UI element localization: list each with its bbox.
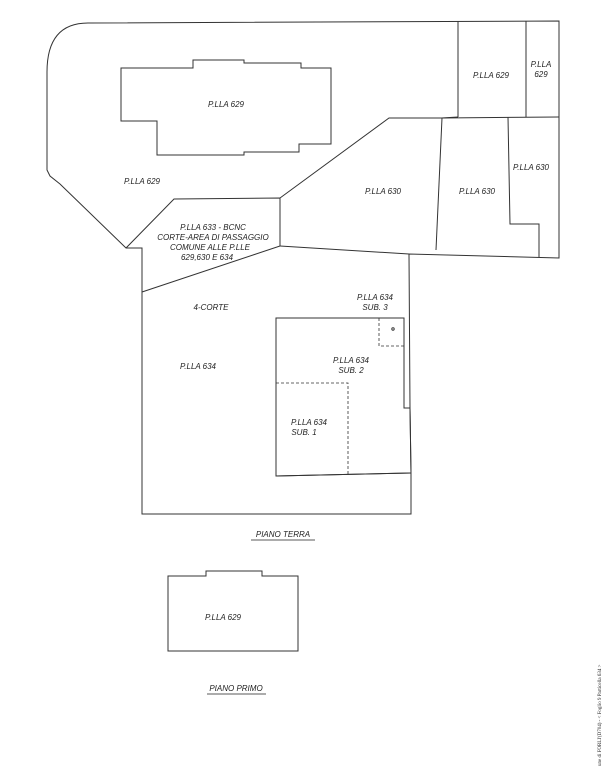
sub3-boundary (378, 318, 404, 347)
building-629-outline (120, 59, 332, 156)
label-sub1-line1: P.LLA 634 (291, 418, 328, 427)
parcel-630-inner-divider (435, 116, 459, 251)
label-p633-line1: P.LLA 633 - BCNC (180, 223, 246, 232)
label-p629-ne2-line2: 629 (534, 70, 548, 79)
label-p633-line4: 629,630 E 634 (181, 253, 234, 262)
label-sub3-line2: SUB. 3 (362, 303, 388, 312)
label-p629-ne1: P.LLA 629 (473, 71, 510, 80)
sub1-boundary (276, 382, 349, 476)
sub3-marker-dot (391, 327, 395, 331)
label-sub2-line2: SUB. 2 (338, 366, 364, 375)
label-p629-main: P.LLA 629 (208, 100, 245, 109)
outer-boundary (46, 20, 560, 515)
title-ground-floor: PIANO TERRA (256, 530, 310, 539)
title-first-floor: PIANO PRIMO (209, 684, 262, 693)
first-floor-building-outline (167, 570, 299, 652)
parcel-630-south-edge (279, 245, 410, 255)
label-sub3-line1: P.LLA 634 (357, 293, 394, 302)
side-reference-note: une di FORLI'(D704) - < Foglio 9 Partice… (598, 664, 603, 766)
label-sub2-line1: P.LLA 634 (333, 356, 370, 365)
parcel-630-ne-divider (441, 116, 560, 119)
label-corte: 4-CORTE (194, 303, 230, 312)
block-south-line (275, 472, 412, 477)
label-p629-first-floor: P.LLA 629 (205, 613, 242, 622)
parcel-630-east-divider (507, 116, 540, 257)
label-p629-ne2-line1: P.LLA (531, 60, 552, 69)
label-sub1-line2: SUB. 1 (291, 428, 316, 437)
label-p630-c: P.LLA 630 (513, 163, 550, 172)
parcel-630-west-edge (279, 117, 442, 199)
label-p629-west: P.LLA 629 (124, 177, 161, 186)
label-p630-b: P.LLA 630 (459, 187, 496, 196)
label-p633-line2: CORTE-AREA DI PASSAGGIO (157, 233, 268, 242)
label-p633-line3: COMUNE ALLE P.LLE (170, 243, 251, 252)
label-p634-main: P.LLA 634 (180, 362, 217, 371)
label-p630-a: P.LLA 630 (365, 187, 402, 196)
sub-units-block (275, 317, 412, 477)
